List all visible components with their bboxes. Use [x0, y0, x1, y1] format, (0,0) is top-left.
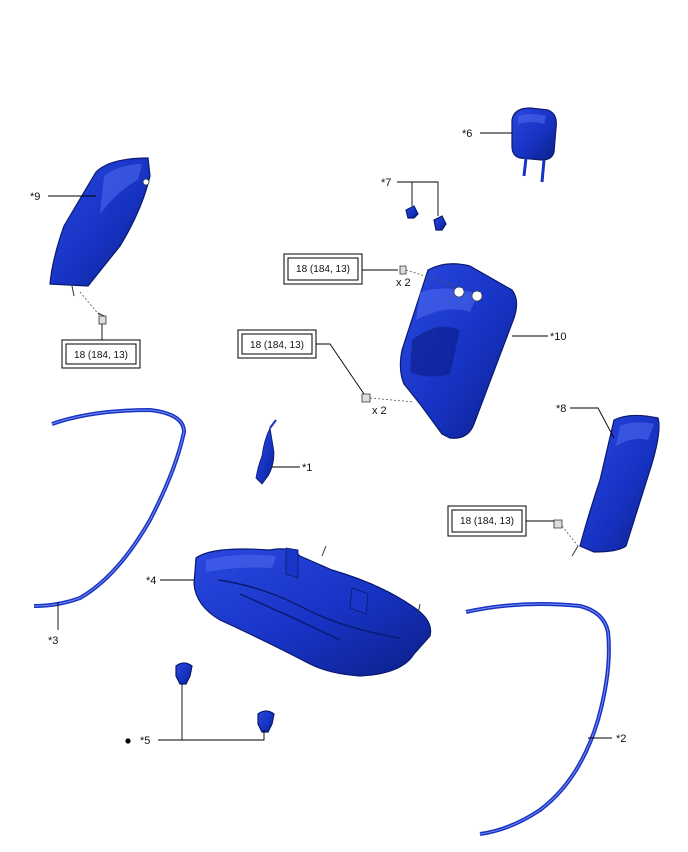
- callout-3: *3: [48, 635, 58, 647]
- right-side-cushion-part: [571, 414, 660, 557]
- callout-4: *4: [146, 575, 156, 587]
- torque-box-left: 18 (184, 13): [61, 339, 141, 369]
- right-trim-strip-part: [465, 602, 611, 836]
- torque-label-left: 18 (184, 13): [74, 350, 128, 361]
- torque-box-upper: 18 (184, 13): [283, 253, 363, 285]
- callout-1: *1: [302, 462, 312, 474]
- callout-6: *6: [462, 128, 472, 140]
- callout-2: *2: [616, 733, 626, 745]
- left-side-cushion-part: [49, 157, 151, 297]
- bolt-upper: [399, 265, 407, 275]
- clip-parts: [175, 662, 275, 733]
- qty-lower-bolt: x 2: [372, 405, 387, 417]
- callout-10: *10: [550, 331, 567, 343]
- qty-upper-bolt: x 2: [396, 277, 411, 289]
- torque-label-upper: 18 (184, 13): [296, 264, 350, 275]
- bolt-lower: [361, 393, 371, 403]
- torque-box-mid: 18 (184, 13): [237, 329, 317, 359]
- seatback-part: [399, 263, 518, 439]
- callout-5: *5: [140, 735, 150, 747]
- torque-label-right: 18 (184, 13): [460, 516, 514, 527]
- seat-cushion-part: [193, 545, 432, 677]
- headrest-part: [511, 107, 557, 183]
- torque-label-mid: 18 (184, 13): [250, 340, 304, 351]
- torque-box-right: 18 (184, 13): [447, 505, 527, 537]
- belt-anchor-part: [255, 419, 277, 485]
- bolt-right: [553, 519, 563, 529]
- callout-7: *7: [381, 177, 391, 189]
- headrest-guide-parts: [405, 205, 447, 231]
- callout-8: *8: [556, 403, 566, 415]
- left-trim-strip-part: [33, 407, 187, 608]
- bolt-left: [97, 312, 107, 325]
- bullet-dot: [125, 738, 131, 744]
- callout-9: *9: [30, 191, 40, 203]
